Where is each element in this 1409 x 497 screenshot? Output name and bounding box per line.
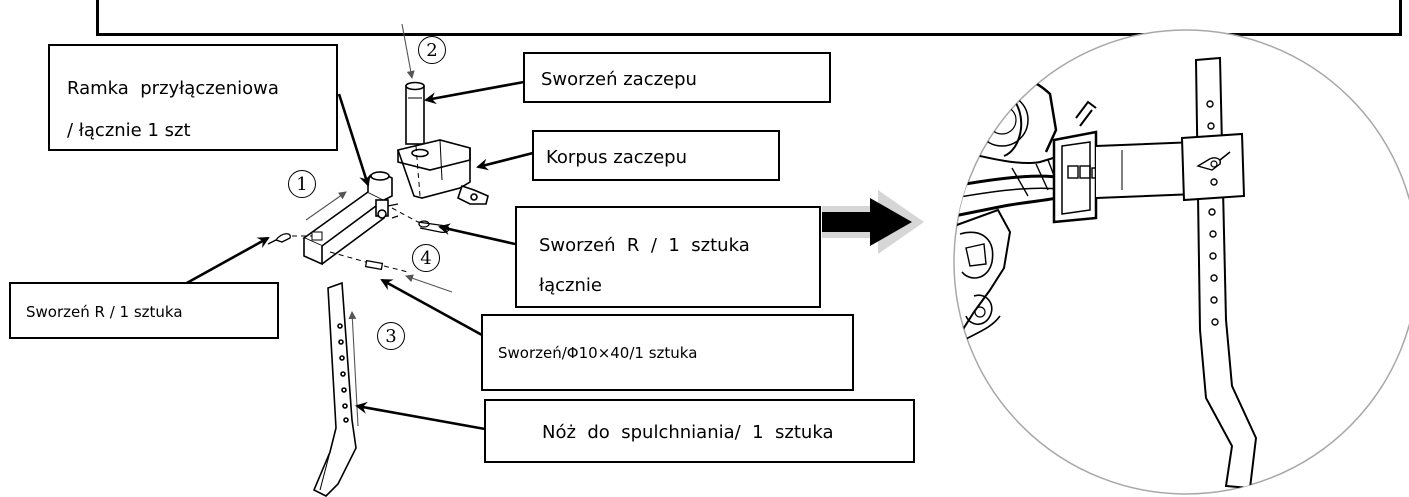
step-number-4: 4 <box>412 244 440 272</box>
hitch-pin-drawing <box>405 81 425 145</box>
detail-circle <box>953 29 1409 495</box>
label-bolt-text: Sworzeń/Φ10×40/1 sztuka <box>498 344 698 362</box>
label-bolt: Sworzeń/Φ10×40/1 sztuka <box>481 314 854 391</box>
label-r-pin-right: Sworzeń R / 1 sztuka łącznie <box>515 206 821 308</box>
label-r-pin-left-text: Sworzeń R / 1 sztuka <box>26 303 183 321</box>
label-r-pin-left: Sworzeń R / 1 sztuka <box>9 282 279 339</box>
step-number-3: 3 <box>377 322 405 350</box>
loosening-knife-drawing <box>312 281 357 497</box>
attachment-frame-drawing <box>302 171 399 266</box>
label-loosening-knife-text: Nóż do spulchniania/ 1 sztuka <box>542 422 834 443</box>
transfer-arrow <box>822 190 924 254</box>
step-number-1: 1 <box>288 170 316 198</box>
label-hitch-body: Korpus zaczepu <box>532 130 780 181</box>
label-r-pin-right-text: Sworzeń R / 1 sztuka łącznie <box>539 235 750 296</box>
hitch-body-drawing <box>396 139 489 205</box>
label-attachment-frame-text: Ramka przyłączeniowa / łącznie 1 szt <box>67 78 279 141</box>
label-hitch-pin-text: Sworzeń zaczepu <box>541 69 697 90</box>
label-hitch-pin: Sworzeń zaczepu <box>523 52 831 103</box>
r-pin-left-drawing <box>267 233 291 245</box>
label-attachment-frame: Ramka przyłączeniowa / łącznie 1 szt <box>48 44 338 151</box>
bolt-drawing <box>364 259 384 271</box>
step-number-2: 2 <box>418 36 446 64</box>
header-frame <box>96 0 1402 36</box>
label-hitch-body-text: Korpus zaczepu <box>546 147 687 168</box>
label-loosening-knife: Nóż do spulchniania/ 1 sztuka <box>484 399 915 463</box>
